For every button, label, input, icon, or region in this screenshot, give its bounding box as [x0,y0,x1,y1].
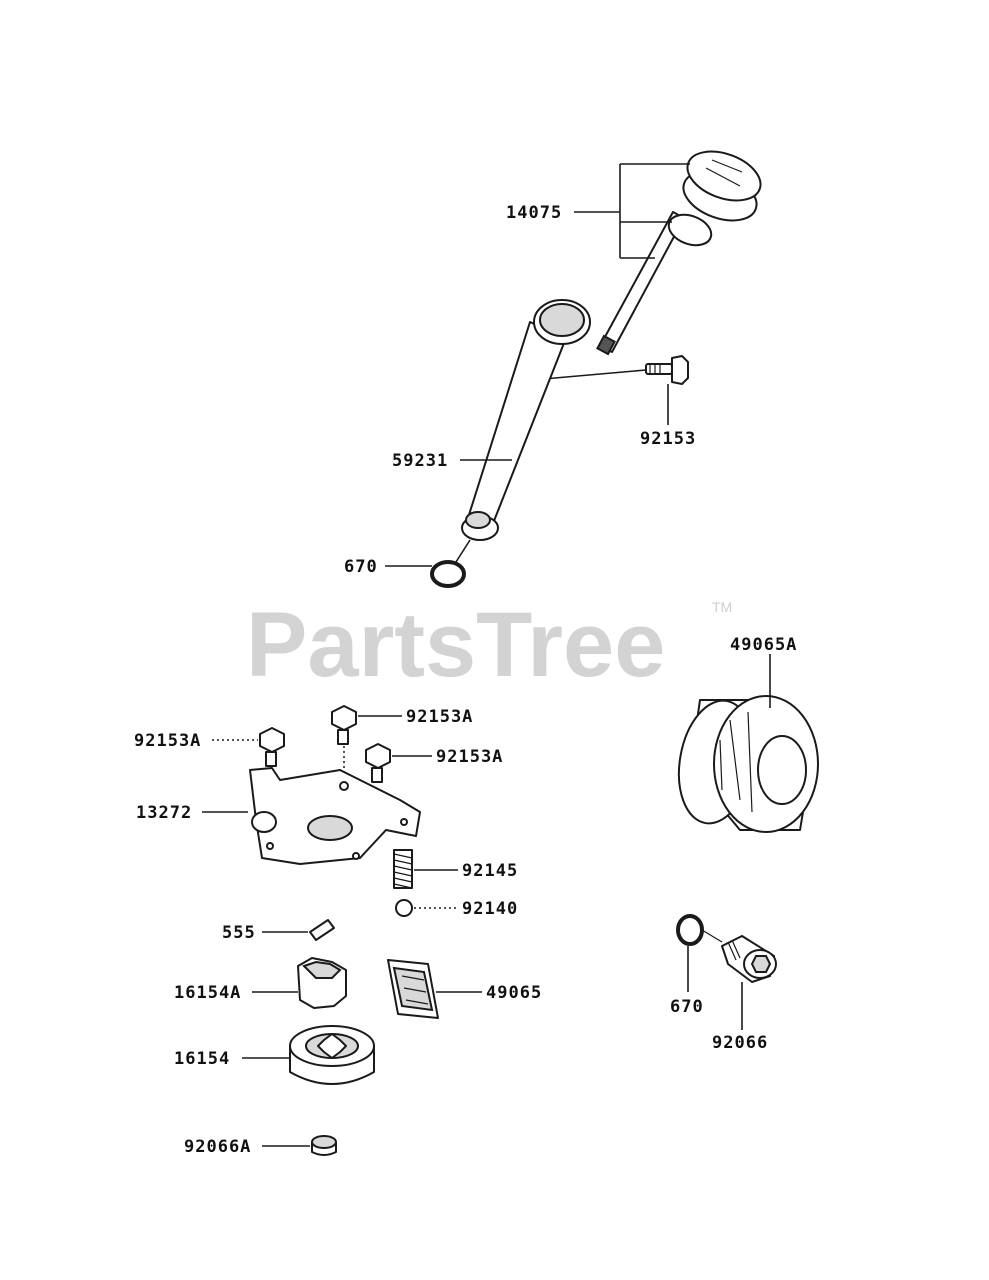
plug-oring-part[interactable] [676,914,704,946]
screen-part[interactable] [387,959,439,1019]
label-92140: 92140 [462,899,518,919]
inner-rotor-callout: 16154A [174,983,298,1003]
filler-tube-callout: 59231 [392,451,512,471]
relief-spring-callout: 92145 [414,861,518,881]
pump-bolt-left-part[interactable] [259,727,285,767]
label-13272: 13272 [136,803,192,823]
label-670-tube: 670 [344,557,378,577]
watermark: PartsTree TM [246,594,732,696]
oil-seal-callout: 92066A [184,1137,310,1157]
label-16154: 16154 [174,1049,230,1069]
pin-callout: 555 [222,923,308,943]
oil-filter-part[interactable] [670,695,819,833]
pin-part[interactable] [309,919,335,941]
pump-cover-part[interactable] [249,767,421,865]
label-92153: 92153 [640,429,696,449]
label-49065: 49065 [486,983,542,1003]
outer-rotor-part[interactable] [289,1025,375,1085]
label-49065A: 49065A [730,635,797,655]
label-16154A: 16154A [174,983,241,1003]
label-92066: 92066 [712,1033,768,1053]
drain-plug-callout: 92066 [712,982,768,1053]
relief-ball-callout: 92140 [414,899,518,919]
tube-oring-callout: 670 [344,539,471,577]
tube-bolt-part[interactable] [645,355,689,385]
label-14075: 14075 [506,203,562,223]
inner-rotor-part[interactable] [297,957,347,1009]
label-670-plug: 670 [670,997,704,1017]
outer-rotor-callout: 16154 [174,1049,290,1069]
label-92145: 92145 [462,861,518,881]
pump-bolt-right-callout: 92153A [392,747,503,767]
plug-oring-callout: 670 [670,929,723,1017]
dipstick-callout: 14075 [506,163,690,259]
label-92153A-top: 92153A [406,707,473,727]
watermark-text: PartsTree [246,594,665,696]
oil-filter-callout: 49065A [730,635,797,708]
pump-bolt-right-part[interactable] [365,743,391,783]
drain-plug-part[interactable] [721,935,777,983]
label-555: 555 [222,923,256,943]
pump-bolt-top-part[interactable] [331,705,357,745]
label-92153A-left: 92153A [134,731,201,751]
relief-spring-part[interactable] [393,849,413,889]
pump-bolt-top-callout: 92153A [343,707,473,778]
tube-oring-part[interactable] [430,560,466,588]
relief-ball-part[interactable] [395,899,413,917]
label-59231: 59231 [392,451,448,471]
pump-cover-callout: 13272 [136,803,248,823]
filler-tube-part[interactable] [461,299,591,541]
screen-callout: 49065 [436,983,542,1003]
label-92153A-right: 92153A [436,747,503,767]
dipstick-part[interactable] [596,142,767,356]
oil-seal-part[interactable] [311,1135,337,1156]
watermark-tm: TM [712,599,732,615]
label-92066A: 92066A [184,1137,251,1157]
